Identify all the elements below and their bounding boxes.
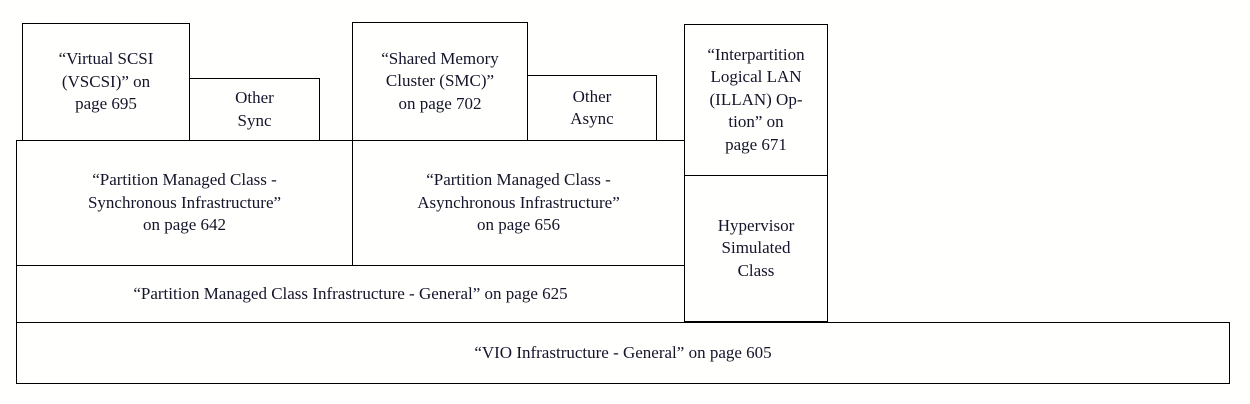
other-async-box[interactable]: Other Async: [527, 75, 657, 141]
partition-managed-class-synchronous-box[interactable]: “Partition Managed Class - Synchronous I…: [16, 140, 353, 266]
partition-managed-class-general-label: “Partition Managed Class Infrastructure …: [133, 283, 568, 303]
virtual-scsi-box[interactable]: “Virtual SCSI (VSCSI)” on page 695: [22, 23, 190, 141]
vio-infrastructure-general-label: “VIO Infrastructure - General” on page 6…: [474, 342, 772, 362]
partition-managed-class-asynchronous-label: “Partition Managed Class - Asynchronous …: [417, 170, 620, 235]
interpartition-logical-lan-label: “Interpartition Logical LAN (ILLAN) Op- …: [707, 44, 805, 154]
hypervisor-simulated-class-box[interactable]: Hypervisor Simulated Class: [684, 175, 828, 322]
interpartition-logical-lan-box[interactable]: “Interpartition Logical LAN (ILLAN) Op- …: [684, 24, 828, 176]
shared-memory-cluster-label: “Shared Memory Cluster (SMC)” on page 70…: [381, 48, 499, 113]
other-async-label: Other Async: [570, 86, 614, 128]
virtual-scsi-label: “Virtual SCSI (VSCSI)” on page 695: [58, 49, 154, 114]
partition-managed-class-synchronous-label: “Partition Managed Class - Synchronous I…: [87, 170, 282, 235]
shared-memory-cluster-box[interactable]: “Shared Memory Cluster (SMC)” on page 70…: [352, 22, 528, 141]
partition-managed-class-general-box[interactable]: “Partition Managed Class Infrastructure …: [16, 265, 685, 323]
vio-infrastructure-general-box[interactable]: “VIO Infrastructure - General” on page 6…: [16, 322, 1230, 384]
other-sync-box[interactable]: Other Sync: [189, 78, 320, 141]
other-sync-label: Other Sync: [235, 88, 274, 130]
partition-managed-class-asynchronous-box[interactable]: “Partition Managed Class - Asynchronous …: [352, 140, 685, 266]
hypervisor-simulated-class-label: Hypervisor Simulated Class: [717, 215, 795, 280]
